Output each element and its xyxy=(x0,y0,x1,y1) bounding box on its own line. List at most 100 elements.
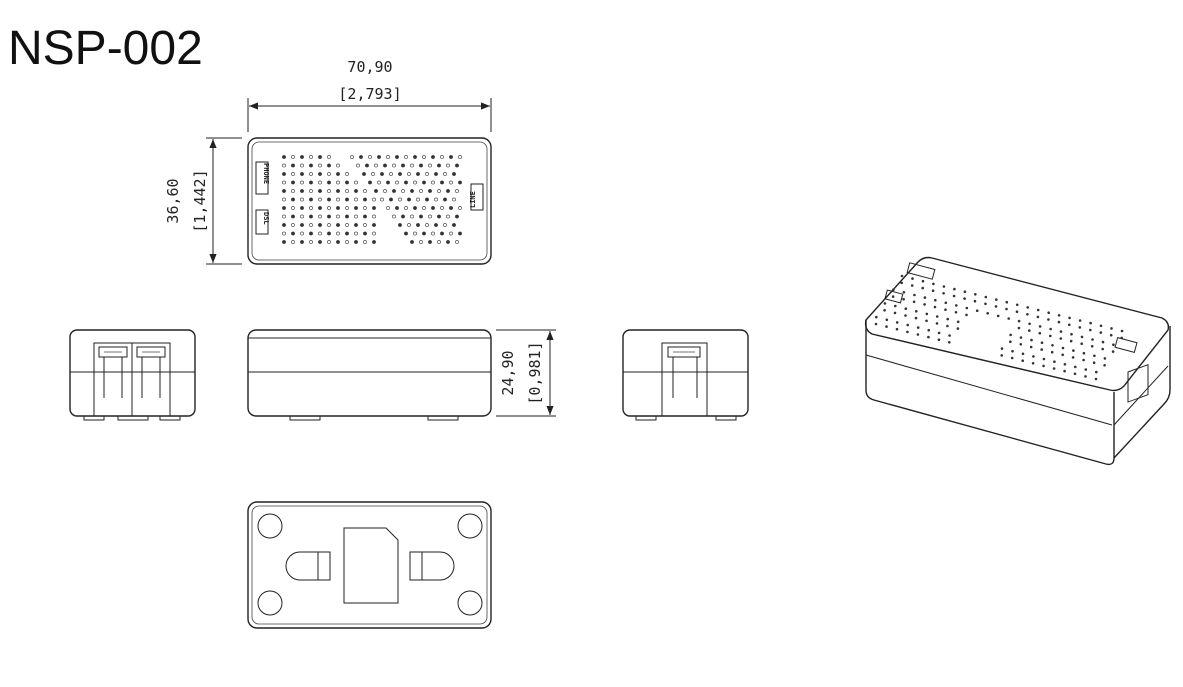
vent-hole xyxy=(386,206,390,210)
iso-vent-hole xyxy=(900,281,903,285)
vent-hole xyxy=(300,189,304,193)
iso-vent-hole xyxy=(1078,326,1082,329)
vent-hole xyxy=(407,223,411,227)
iso-vent-hole xyxy=(916,326,920,329)
vent-hole xyxy=(336,172,340,176)
vent-hole xyxy=(309,214,313,219)
iso-vent-hole xyxy=(906,323,909,327)
vent-hole xyxy=(428,240,432,244)
vent-hole xyxy=(363,189,367,193)
left-end-view xyxy=(69,329,196,421)
vent-hole xyxy=(309,223,313,227)
width-mm: 36,60 xyxy=(164,178,182,223)
iso-vent-hole xyxy=(963,297,966,300)
vent-hole xyxy=(300,163,304,168)
iso-vent-hole xyxy=(932,282,935,286)
iso-vent-hole xyxy=(904,307,908,311)
iso-vent-hole xyxy=(1036,315,1040,319)
iso-vent-hole xyxy=(1078,319,1082,322)
vent-hole xyxy=(422,180,426,185)
iso-vent-hole xyxy=(900,274,904,278)
vent-hole xyxy=(327,206,331,210)
iso-vent-hole xyxy=(1120,336,1123,340)
iso-vent-holes xyxy=(874,274,1124,381)
iso-vent-hole xyxy=(1021,359,1024,363)
iso-vent-hole xyxy=(996,314,1000,318)
vent-hole xyxy=(327,189,331,193)
vent-hole xyxy=(383,163,387,168)
vent-hole xyxy=(282,189,286,193)
iso-vent-hole xyxy=(1028,329,1031,332)
vent-hole xyxy=(291,155,295,159)
vent-hole xyxy=(416,223,420,227)
vent-hole xyxy=(300,223,304,227)
iso-vent-hole xyxy=(1089,321,1092,325)
vent-hole xyxy=(428,163,432,168)
vent-hole xyxy=(318,223,322,227)
vent-hole xyxy=(300,197,304,202)
iso-vent-hole xyxy=(1029,345,1033,349)
vent-hole xyxy=(282,214,286,219)
vent-hole xyxy=(282,172,286,176)
vent-hole xyxy=(300,231,304,236)
iso-vent-hole xyxy=(1082,358,1085,362)
vent-hole xyxy=(455,214,459,219)
iso-vent-hole xyxy=(1049,334,1052,338)
vent-hole xyxy=(428,189,432,193)
vent-hole xyxy=(440,180,444,185)
vent-hole xyxy=(422,155,426,159)
iso-vent-hole xyxy=(1036,308,1040,312)
vent-hole xyxy=(336,240,340,244)
vent-hole xyxy=(363,240,367,244)
iso-vent-hole xyxy=(1092,361,1096,365)
vent-hole xyxy=(371,172,375,176)
vent-hole xyxy=(419,240,423,244)
vent-hole xyxy=(368,155,372,159)
iso-vent-hole xyxy=(1068,316,1071,320)
vent-hole xyxy=(443,197,447,202)
vent-hole xyxy=(282,223,286,227)
bottom-view xyxy=(247,501,492,629)
vent-hole xyxy=(291,240,295,244)
iso-vent-hole xyxy=(1111,350,1115,353)
vent-hole xyxy=(354,197,358,202)
vent-hole xyxy=(416,197,420,202)
iso-vent-hole xyxy=(1015,310,1019,314)
vent-hole xyxy=(345,189,349,193)
iso-vent-hole xyxy=(937,338,941,342)
vent-hole xyxy=(327,197,331,202)
vent-hole xyxy=(309,231,313,236)
iso-vent-hole xyxy=(925,319,928,323)
vent-hole xyxy=(327,180,331,185)
iso-vent-hole xyxy=(902,291,906,294)
vent-hole xyxy=(446,163,450,168)
iso-vent-hole xyxy=(934,298,937,302)
iso-vent-hole xyxy=(975,309,979,313)
iso-vent-hole xyxy=(1040,348,1043,351)
vent-hole xyxy=(410,189,414,193)
vent-hole xyxy=(327,223,331,227)
vent-hole xyxy=(282,231,286,236)
vent-hole xyxy=(389,172,393,176)
vent-hole xyxy=(318,206,322,210)
height-in: [0,981] xyxy=(526,341,544,404)
vent-hole xyxy=(309,172,313,176)
iso-vent-hole xyxy=(1061,353,1064,357)
iso-vent-hole xyxy=(1073,372,1077,376)
iso-vent-hole xyxy=(965,313,968,317)
iso-vent-hole xyxy=(921,286,924,290)
iso-vent-hole xyxy=(1040,341,1044,345)
vent-hole xyxy=(291,189,295,193)
iso-vent-hole xyxy=(946,317,949,321)
iso-vent-hole xyxy=(952,294,956,298)
vent-hole xyxy=(404,206,408,210)
vent-hole xyxy=(350,155,354,159)
iso-vent-hole xyxy=(1072,349,1075,352)
iso-vent-hole xyxy=(875,315,878,319)
iso-vent-hole xyxy=(1084,375,1087,378)
iso-vent-hole xyxy=(955,304,958,307)
iso-vent-hole xyxy=(1071,356,1075,359)
vent-hole xyxy=(282,163,286,168)
iso-vent-hole xyxy=(944,308,947,312)
iso-vent-hole xyxy=(1091,338,1094,341)
